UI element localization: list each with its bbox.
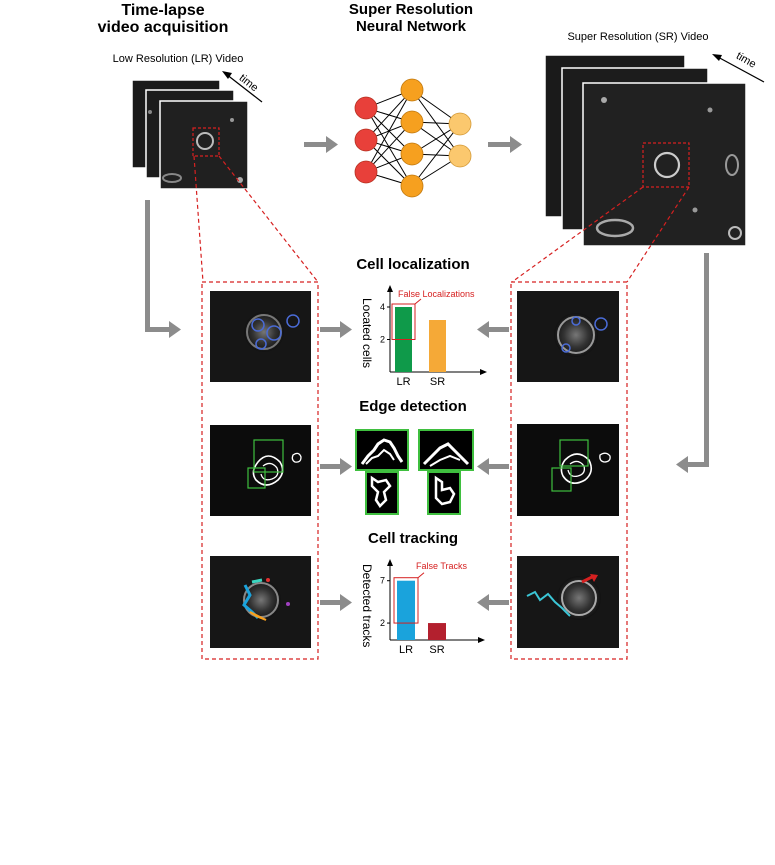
section-tracking: Cell tracking xyxy=(367,530,459,547)
lr-edge-crop xyxy=(210,425,311,516)
y-axis-arrow xyxy=(387,559,393,566)
network-title-line1: Super Resolution xyxy=(348,1,474,18)
bar-sr xyxy=(428,623,446,640)
sr-panel-frame xyxy=(510,281,628,660)
network-title-line2: Neural Network xyxy=(355,18,467,35)
sr-video-label: Super Resolution (SR) Video xyxy=(567,31,709,43)
sr-time-arrow xyxy=(712,54,765,83)
false-localizations-label: False Localizations xyxy=(398,289,475,299)
false-pointer xyxy=(414,298,422,305)
y-tick-label: 2 xyxy=(380,335,385,345)
lr-time-arrow xyxy=(222,71,263,103)
sr-localization-crop xyxy=(517,291,619,382)
y-tick-label: 4 xyxy=(380,302,385,312)
section-localization: Cell localization xyxy=(356,256,470,273)
false-pointer xyxy=(417,572,425,579)
acquisition-title-line2: video acquisition xyxy=(97,19,229,36)
lr-localization-crop xyxy=(210,291,311,382)
lr-tracking-crop xyxy=(210,556,311,648)
loc-ylabel: Located cells xyxy=(360,298,374,369)
localization-chart: 2 4LR SR xyxy=(380,285,487,388)
flow-arrows xyxy=(145,136,709,611)
sr-tracking-crop xyxy=(517,556,619,648)
zoom-guides xyxy=(193,155,690,660)
neural-network xyxy=(354,78,472,198)
x-tick-label: SR xyxy=(429,644,444,656)
x-tick-label: LR xyxy=(396,376,410,388)
bar-lr xyxy=(397,580,415,640)
y-tick-label: 7 xyxy=(380,576,385,586)
sr-frame-front xyxy=(582,82,747,247)
x-tick-label: LR xyxy=(399,644,413,656)
sr-edge-crop xyxy=(517,424,619,516)
x-tick-label: SR xyxy=(430,376,445,388)
y-axis-arrow xyxy=(387,285,393,292)
x-axis-arrow xyxy=(480,369,487,375)
lr-frame-front xyxy=(159,100,249,190)
lr-crop-box xyxy=(192,127,220,157)
false-region-box xyxy=(391,303,416,340)
lr-video-label: Low Resolution (LR) Video xyxy=(112,53,244,65)
acquisition-title-line1: Time-lapse xyxy=(121,2,205,19)
sr-video-stack xyxy=(544,54,747,247)
y-tick-label: 2 xyxy=(380,618,385,628)
track-ylabel: Detected tracks xyxy=(360,564,374,648)
sr-crop-box xyxy=(642,142,690,188)
false-tracks-label: False Tracks xyxy=(416,561,468,571)
lr-video-stack xyxy=(131,79,249,190)
tracking-chart: 2 7LR SR xyxy=(380,559,485,656)
x-axis-arrow xyxy=(478,637,485,643)
false-region-box xyxy=(393,577,419,624)
bar-sr xyxy=(429,320,446,372)
edge-tiles xyxy=(355,429,474,515)
section-edge: Edge detection xyxy=(359,398,467,415)
lr-panel-frame xyxy=(201,281,319,660)
